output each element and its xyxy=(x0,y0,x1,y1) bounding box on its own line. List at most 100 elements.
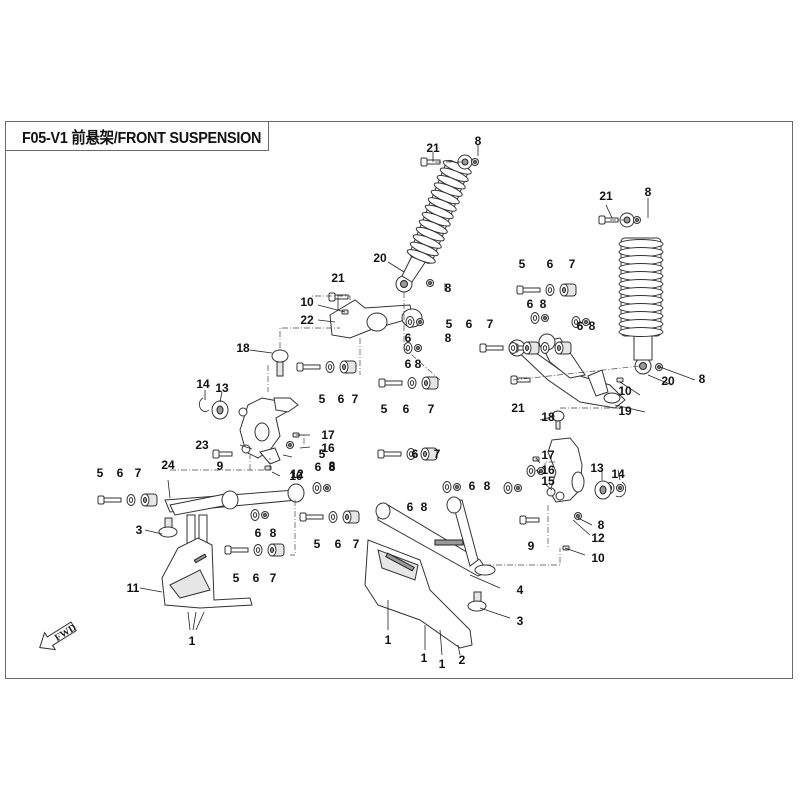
callout-1: 1 xyxy=(189,634,196,648)
callout-21: 21 xyxy=(331,271,345,285)
leader-line xyxy=(144,529,163,535)
callout-14: 14 xyxy=(611,467,625,481)
callout-7: 7 xyxy=(270,571,277,585)
callout-8: 8 xyxy=(415,357,422,371)
leader-line xyxy=(647,374,673,386)
lower-a-arm-right xyxy=(375,496,496,577)
washer-icon xyxy=(250,509,260,521)
callout-17: 17 xyxy=(321,428,335,442)
callout-6: 6 xyxy=(405,357,412,371)
bushing-icon xyxy=(342,510,360,524)
callout-5: 5 xyxy=(97,466,104,480)
callout-7: 7 xyxy=(428,402,435,416)
callout-8: 8 xyxy=(445,331,452,345)
leader-line xyxy=(469,574,501,589)
fwd-label: FWD xyxy=(53,622,79,644)
leader-line xyxy=(659,366,696,381)
callout-20: 20 xyxy=(373,251,387,265)
washer-icon xyxy=(530,312,540,324)
leader-line xyxy=(605,204,613,219)
nut-icon xyxy=(655,363,663,371)
circlip-left xyxy=(198,397,210,412)
leader-line xyxy=(577,517,593,526)
callout-11: 11 xyxy=(127,581,140,595)
fastener-sets xyxy=(97,157,663,557)
callout-23: 23 xyxy=(195,438,209,452)
callout-5: 5 xyxy=(314,537,321,551)
callout-21: 21 xyxy=(426,141,440,155)
nut-icon xyxy=(416,318,424,326)
bushing-icon xyxy=(421,376,439,390)
washer-icon xyxy=(407,377,417,389)
leader-line xyxy=(535,457,541,464)
ball-joint-left-lower xyxy=(158,517,178,538)
callout-10: 10 xyxy=(289,469,303,483)
washer-icon xyxy=(571,316,581,328)
leader-line xyxy=(192,611,197,631)
circlip-right xyxy=(615,481,627,498)
callout-8: 8 xyxy=(270,526,277,540)
assembly-lines xyxy=(170,161,641,566)
bolt-icon xyxy=(516,285,541,295)
coil-turn xyxy=(618,327,664,337)
callout-5: 5 xyxy=(233,571,240,585)
leader-line xyxy=(479,607,511,619)
callout-7: 7 xyxy=(569,257,576,271)
callout-8: 8 xyxy=(540,297,547,311)
callout-10: 10 xyxy=(618,384,632,398)
nut-icon xyxy=(541,314,549,322)
wheel-bearing-left xyxy=(211,400,229,420)
callout-8: 8 xyxy=(484,479,491,493)
leader-line xyxy=(317,319,336,323)
callout-10: 10 xyxy=(591,551,605,565)
callout-12: 12 xyxy=(591,531,605,545)
leader-line xyxy=(619,381,641,396)
callout-8: 8 xyxy=(699,372,706,386)
bushing-icon xyxy=(522,341,540,355)
callout-6: 6 xyxy=(577,319,584,333)
nut-icon xyxy=(514,484,522,492)
leader-line xyxy=(195,611,205,631)
washer-icon xyxy=(312,482,322,494)
callout-6: 6 xyxy=(412,447,419,461)
bolt-icon xyxy=(519,515,540,525)
washer-icon xyxy=(526,465,536,477)
callout-5: 5 xyxy=(381,402,388,416)
ball-joint-right-upper xyxy=(551,410,565,430)
callout-7: 7 xyxy=(434,447,441,461)
nut-icon xyxy=(261,511,269,519)
washer-icon xyxy=(405,316,415,328)
callout-6: 6 xyxy=(403,402,410,416)
leader-line xyxy=(139,587,163,593)
leader-line xyxy=(572,519,591,536)
nut-icon xyxy=(323,484,331,492)
nut-icon xyxy=(574,512,582,520)
callout-9: 9 xyxy=(217,459,224,473)
callout-8: 8 xyxy=(598,518,605,532)
callout-8: 8 xyxy=(645,185,652,199)
bolt-icon xyxy=(296,362,321,372)
leader-line xyxy=(167,479,171,499)
pin-icon xyxy=(264,465,272,471)
bushing-icon xyxy=(339,360,357,374)
leader-line xyxy=(614,404,646,413)
callout-7: 7 xyxy=(487,317,494,331)
nut-icon xyxy=(426,279,434,287)
title-box: F05-V1 前悬架/FRONT SUSPENSION xyxy=(5,121,269,151)
callout-13: 13 xyxy=(590,461,604,475)
wheel-bearing-right xyxy=(594,480,612,500)
bushing-icon xyxy=(140,493,158,507)
callout-8: 8 xyxy=(329,460,336,474)
nut-icon xyxy=(582,318,590,326)
callout-6: 6 xyxy=(466,317,473,331)
callout-6: 6 xyxy=(253,571,260,585)
callout-3: 3 xyxy=(517,614,524,628)
callout-17: 17 xyxy=(541,448,555,462)
ball-joint-left-upper xyxy=(271,349,289,377)
nut-icon xyxy=(414,344,422,352)
leader-line xyxy=(564,547,586,556)
callout-6: 6 xyxy=(315,460,322,474)
callout-21: 21 xyxy=(511,401,525,415)
bolt-icon xyxy=(328,292,349,302)
